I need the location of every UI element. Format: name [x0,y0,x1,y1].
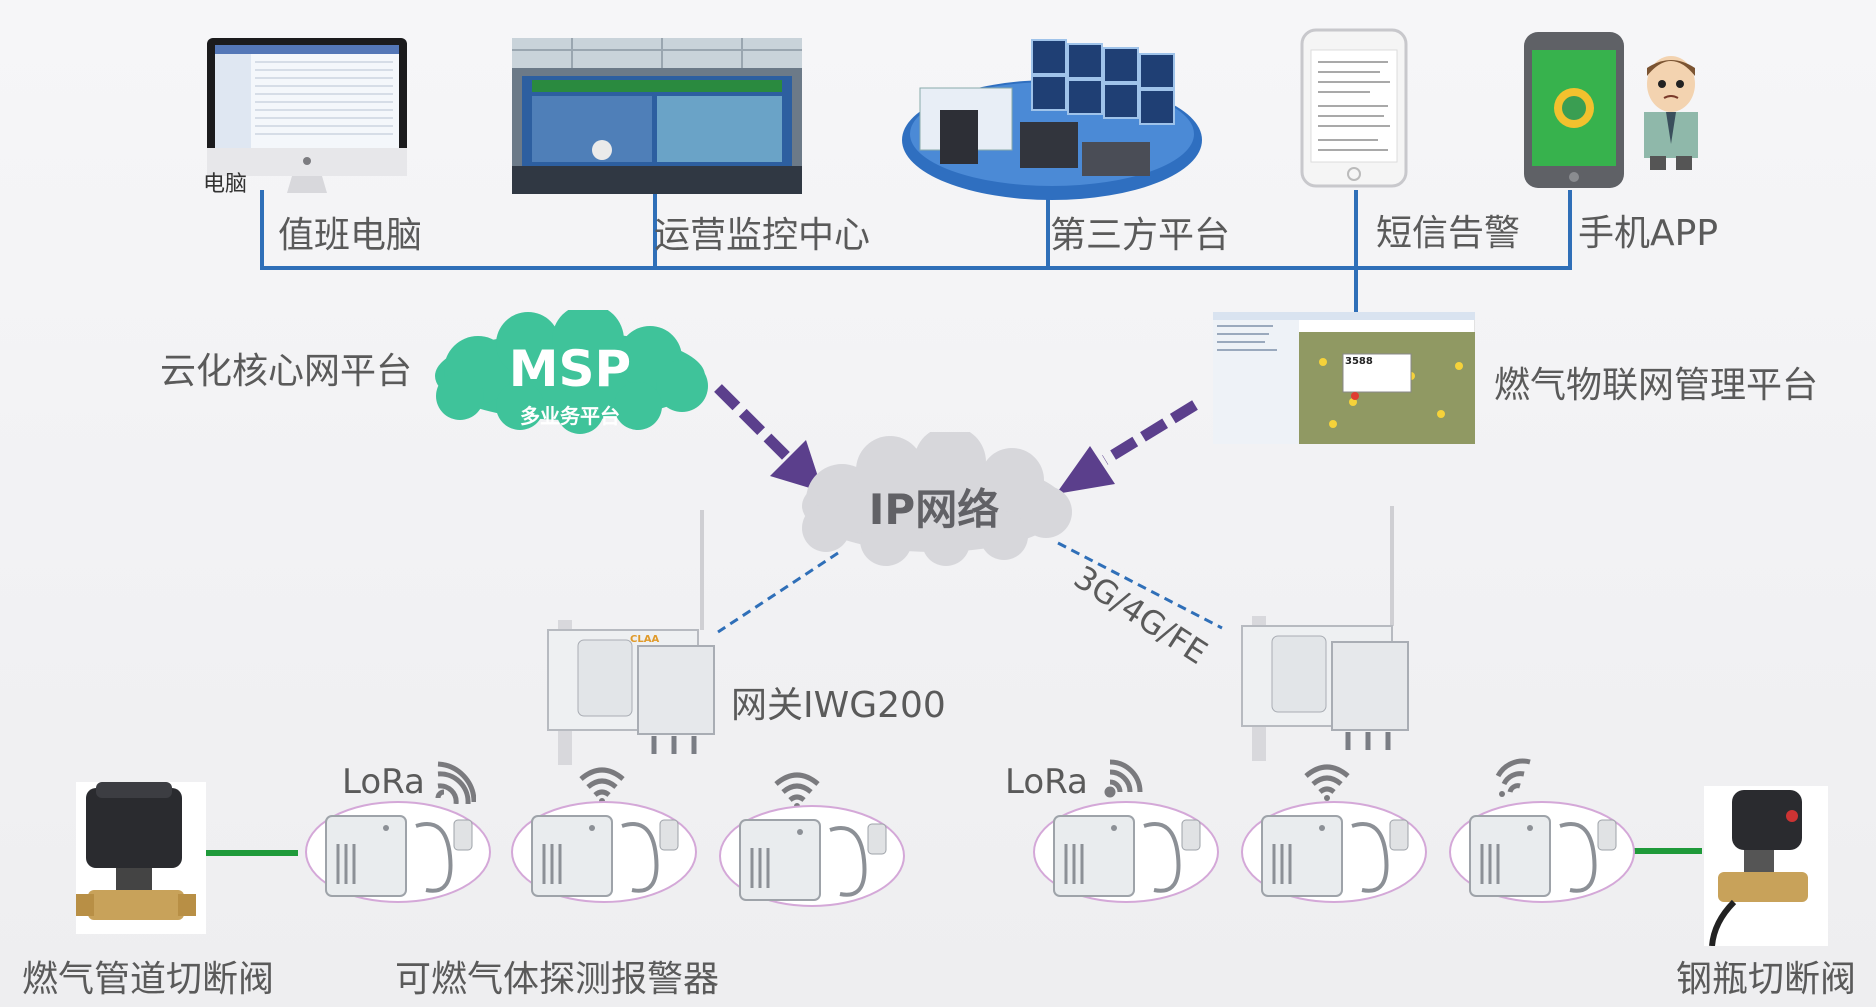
ops-center-image [512,38,802,194]
app-phone-image [1522,30,1626,190]
ip-network-label: IP网络 [868,485,1000,534]
msp-cloud: MSP 多业务平台 [420,304,720,435]
third-party-platform-image [902,30,1212,200]
top-bus-line [260,190,1572,315]
gas-detector [510,800,698,904]
lora-right-label: LoRa [1005,762,1088,802]
gateway-right-link [1057,541,1223,630]
duty-pc-monitor: 电脑 [203,38,407,197]
pipe-valve-label: 燃气管道切断阀 [22,959,275,1000]
third-party-label: 第三方平台 [1050,215,1231,256]
lora-left-label: LoRa [342,762,425,802]
sms-phone-image [1300,28,1408,188]
wifi-signal-icon [1304,764,1350,801]
iot-platform-label: 燃气物联网管理平台 [1494,365,1819,406]
sms-alarm-label: 短信告警 [1376,213,1521,254]
mobile-app-label: 手机APP [1578,213,1719,254]
pipe-shutoff-valve [76,782,206,934]
msp-arrow [714,384,823,492]
map-popup-code: 3588 [1345,356,1373,367]
ip-network-cloud: IP网络 [790,426,1078,568]
gas-detector [1448,800,1636,904]
gateway-label: 网关IWG200 [731,685,946,726]
gas-detector [1240,800,1428,904]
lora-signal-icon [435,761,476,804]
user-avatar [1630,52,1712,170]
gas-detector [304,800,492,904]
cloud-core-label: 云化核心网平台 [160,351,413,392]
gateway-left-device: CLAA [538,510,728,765]
ops-center-label: 运营监控中心 [654,215,871,256]
gateway-left-link [717,551,839,634]
cylinder-shutoff-valve [1704,786,1828,947]
iot-platform-screenshot: 3588 [1212,311,1476,445]
gateway-right-device [1232,506,1422,761]
wifi-signal-icon [579,767,625,804]
cylinder-valve-label: 钢瓶切断阀 [1676,959,1857,1000]
device-brand: CLAA [630,634,660,645]
wifi-signal-icon [1495,758,1531,797]
gas-detector [718,804,906,908]
detector-label: 可燃气体探测报警器 [395,959,720,1000]
msp-subtitle: 多业务平台 [520,404,620,428]
duty-pc-label: 值班电脑 [278,215,423,256]
monitor-caption: 电脑 [203,172,248,197]
lora-signal-icon [1104,759,1143,798]
gas-detector [1032,800,1220,904]
msp-title: MSP [508,340,632,398]
platform-arrow [1056,400,1198,494]
